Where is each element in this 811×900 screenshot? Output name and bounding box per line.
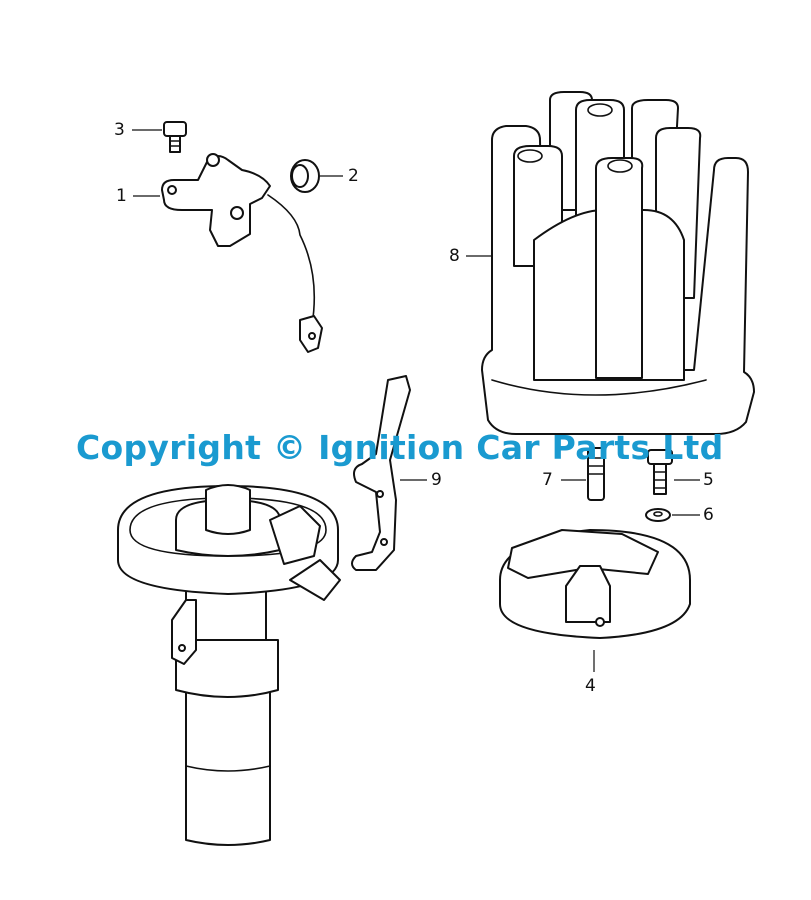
callout-6: 6 xyxy=(703,505,714,525)
copyright-watermark: Copyright © Ignition Car Parts Ltd xyxy=(76,428,724,467)
part-7-carbon-brush xyxy=(587,447,605,501)
part-6-washer xyxy=(645,508,671,522)
callout-2: 2 xyxy=(348,166,359,186)
leader-lines xyxy=(132,129,700,672)
part-5-screw xyxy=(647,449,673,495)
callout-7: 7 xyxy=(542,470,553,490)
callout-1: 1 xyxy=(116,186,127,206)
part-8-distributor-cap xyxy=(481,91,755,435)
callout-3: 3 xyxy=(114,120,125,140)
callout-5: 5 xyxy=(703,470,714,490)
distributor-body xyxy=(117,484,341,846)
part-3-screw xyxy=(163,121,187,153)
part-2-grommet xyxy=(290,159,320,193)
part-4-rotor xyxy=(499,529,691,639)
callout-8: 8 xyxy=(449,246,460,266)
part-9-clip xyxy=(351,375,411,571)
part-1-contact-breaker xyxy=(161,153,323,353)
callout-4: 4 xyxy=(585,676,596,696)
callout-9: 9 xyxy=(431,470,442,490)
